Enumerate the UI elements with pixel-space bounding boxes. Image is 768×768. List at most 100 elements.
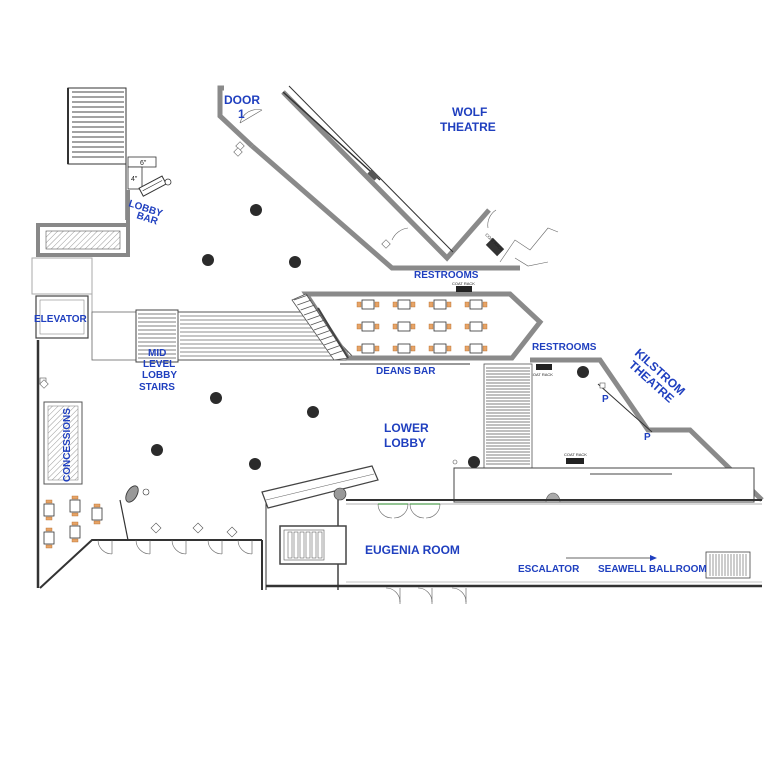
table: [433, 321, 447, 332]
stair-tread: [293, 294, 309, 301]
table: [397, 343, 411, 354]
lower-lobby-label-line1: LOWER: [384, 421, 429, 435]
chair: [446, 301, 452, 308]
restroom-upper-fixtures: COAT RACK: [484, 227, 559, 267]
stair-tread: [327, 344, 342, 351]
door-swing: [425, 503, 441, 519]
door-swing: [171, 539, 187, 555]
chair: [464, 323, 470, 330]
chair: [446, 323, 452, 330]
table: [469, 343, 483, 354]
chair: [410, 301, 416, 308]
chair: [464, 345, 470, 352]
door-swing: [409, 503, 425, 519]
chair: [392, 323, 398, 330]
kilstrom-marker-2: P: [644, 432, 651, 443]
stair-tread: [310, 319, 325, 326]
kilstrom-marker-1: P: [602, 394, 609, 405]
door-swing: [417, 587, 433, 603]
chair-row: [293, 531, 299, 559]
kilstrom-theatre-wall: P P: [530, 357, 764, 502]
south-wall: [39, 485, 263, 590]
table: [469, 321, 483, 332]
table: [361, 321, 375, 332]
door-swing: [207, 539, 223, 555]
chair-row: [311, 531, 317, 559]
table: [469, 299, 483, 310]
wolf-theatre-label-line1: WOLF: [452, 105, 487, 119]
deans-bar-label: DEANS BAR: [376, 366, 436, 377]
column: [249, 458, 261, 470]
chair: [45, 516, 53, 521]
coat-rack-deans-top: COAT RACK: [452, 281, 475, 292]
table: [397, 321, 411, 332]
marker: [150, 522, 162, 534]
chair: [374, 301, 380, 308]
chair-row: [317, 531, 323, 559]
coat-rack-label-4: COAT RACK: [564, 452, 587, 457]
chair: [482, 323, 488, 330]
door-1-label: DOOR: [224, 93, 260, 107]
door-swing: [135, 539, 151, 555]
eugenia-room: [261, 465, 762, 604]
escalator: [346, 551, 762, 583]
chair: [356, 323, 362, 330]
eugenia-room-label: EUGENIA ROOM: [365, 543, 460, 557]
stair-tread: [307, 314, 322, 321]
mid-level-label-4: STAIRS: [139, 382, 175, 393]
wolf-theatre-wall: [250, 85, 520, 271]
column: [210, 392, 222, 404]
chair: [428, 323, 434, 330]
chair: [374, 345, 380, 352]
marker: [39, 379, 49, 389]
chair: [428, 345, 434, 352]
chair: [410, 323, 416, 330]
chair: [45, 499, 53, 504]
elevator-block: [31, 257, 93, 340]
west-wall: [36, 340, 83, 588]
marker: [226, 526, 238, 538]
mid-level-label-1: MID: [148, 348, 166, 359]
upper-left-stair: [67, 87, 127, 220]
stair-tread: [303, 309, 319, 316]
chair: [356, 345, 362, 352]
stair-tread: [320, 334, 335, 341]
table: [69, 525, 81, 539]
columns: [39, 141, 589, 470]
chair: [45, 544, 53, 549]
elevator-label: ELEVATOR: [34, 314, 88, 325]
lobby-bar-box: 6" 4": [127, 156, 172, 197]
table: [43, 503, 55, 517]
stair-tread: [317, 329, 332, 336]
chair: [356, 301, 362, 308]
escalator-label: ESCALATOR: [518, 564, 580, 575]
column: [250, 204, 262, 216]
concessions-label: CONCESSIONS: [62, 408, 73, 482]
deans-bar-area: [291, 291, 544, 365]
lower-lobby-label-line2: LOBBY: [384, 436, 426, 450]
dimension-6: 6": [140, 160, 147, 167]
stair-tread: [297, 299, 312, 306]
west-seating: [43, 495, 103, 549]
lower-left-wall-block: [36, 190, 130, 257]
chair: [410, 345, 416, 352]
chair: [93, 520, 101, 525]
chair: [482, 301, 488, 308]
door-1-walls: [217, 85, 263, 148]
marker: [192, 522, 204, 534]
restrooms-upper-label: RESTROOMS: [414, 270, 479, 281]
chair: [71, 512, 79, 517]
door-swing: [237, 539, 253, 555]
column: [307, 406, 319, 418]
coat-check-counter: COAT RACK: [452, 452, 755, 503]
table: [361, 299, 375, 310]
coat-rack-label-2: COAT RACK: [452, 281, 475, 286]
column: [202, 254, 214, 266]
wolf-theatre-label-line2: THEATRE: [440, 120, 496, 134]
stair-tread: [330, 349, 345, 356]
table: [433, 299, 447, 310]
seawell-ballroom-label: SEAWELL BALLROOM: [598, 564, 707, 575]
door-1-number: 1: [238, 107, 245, 121]
stair-tread: [323, 339, 339, 346]
